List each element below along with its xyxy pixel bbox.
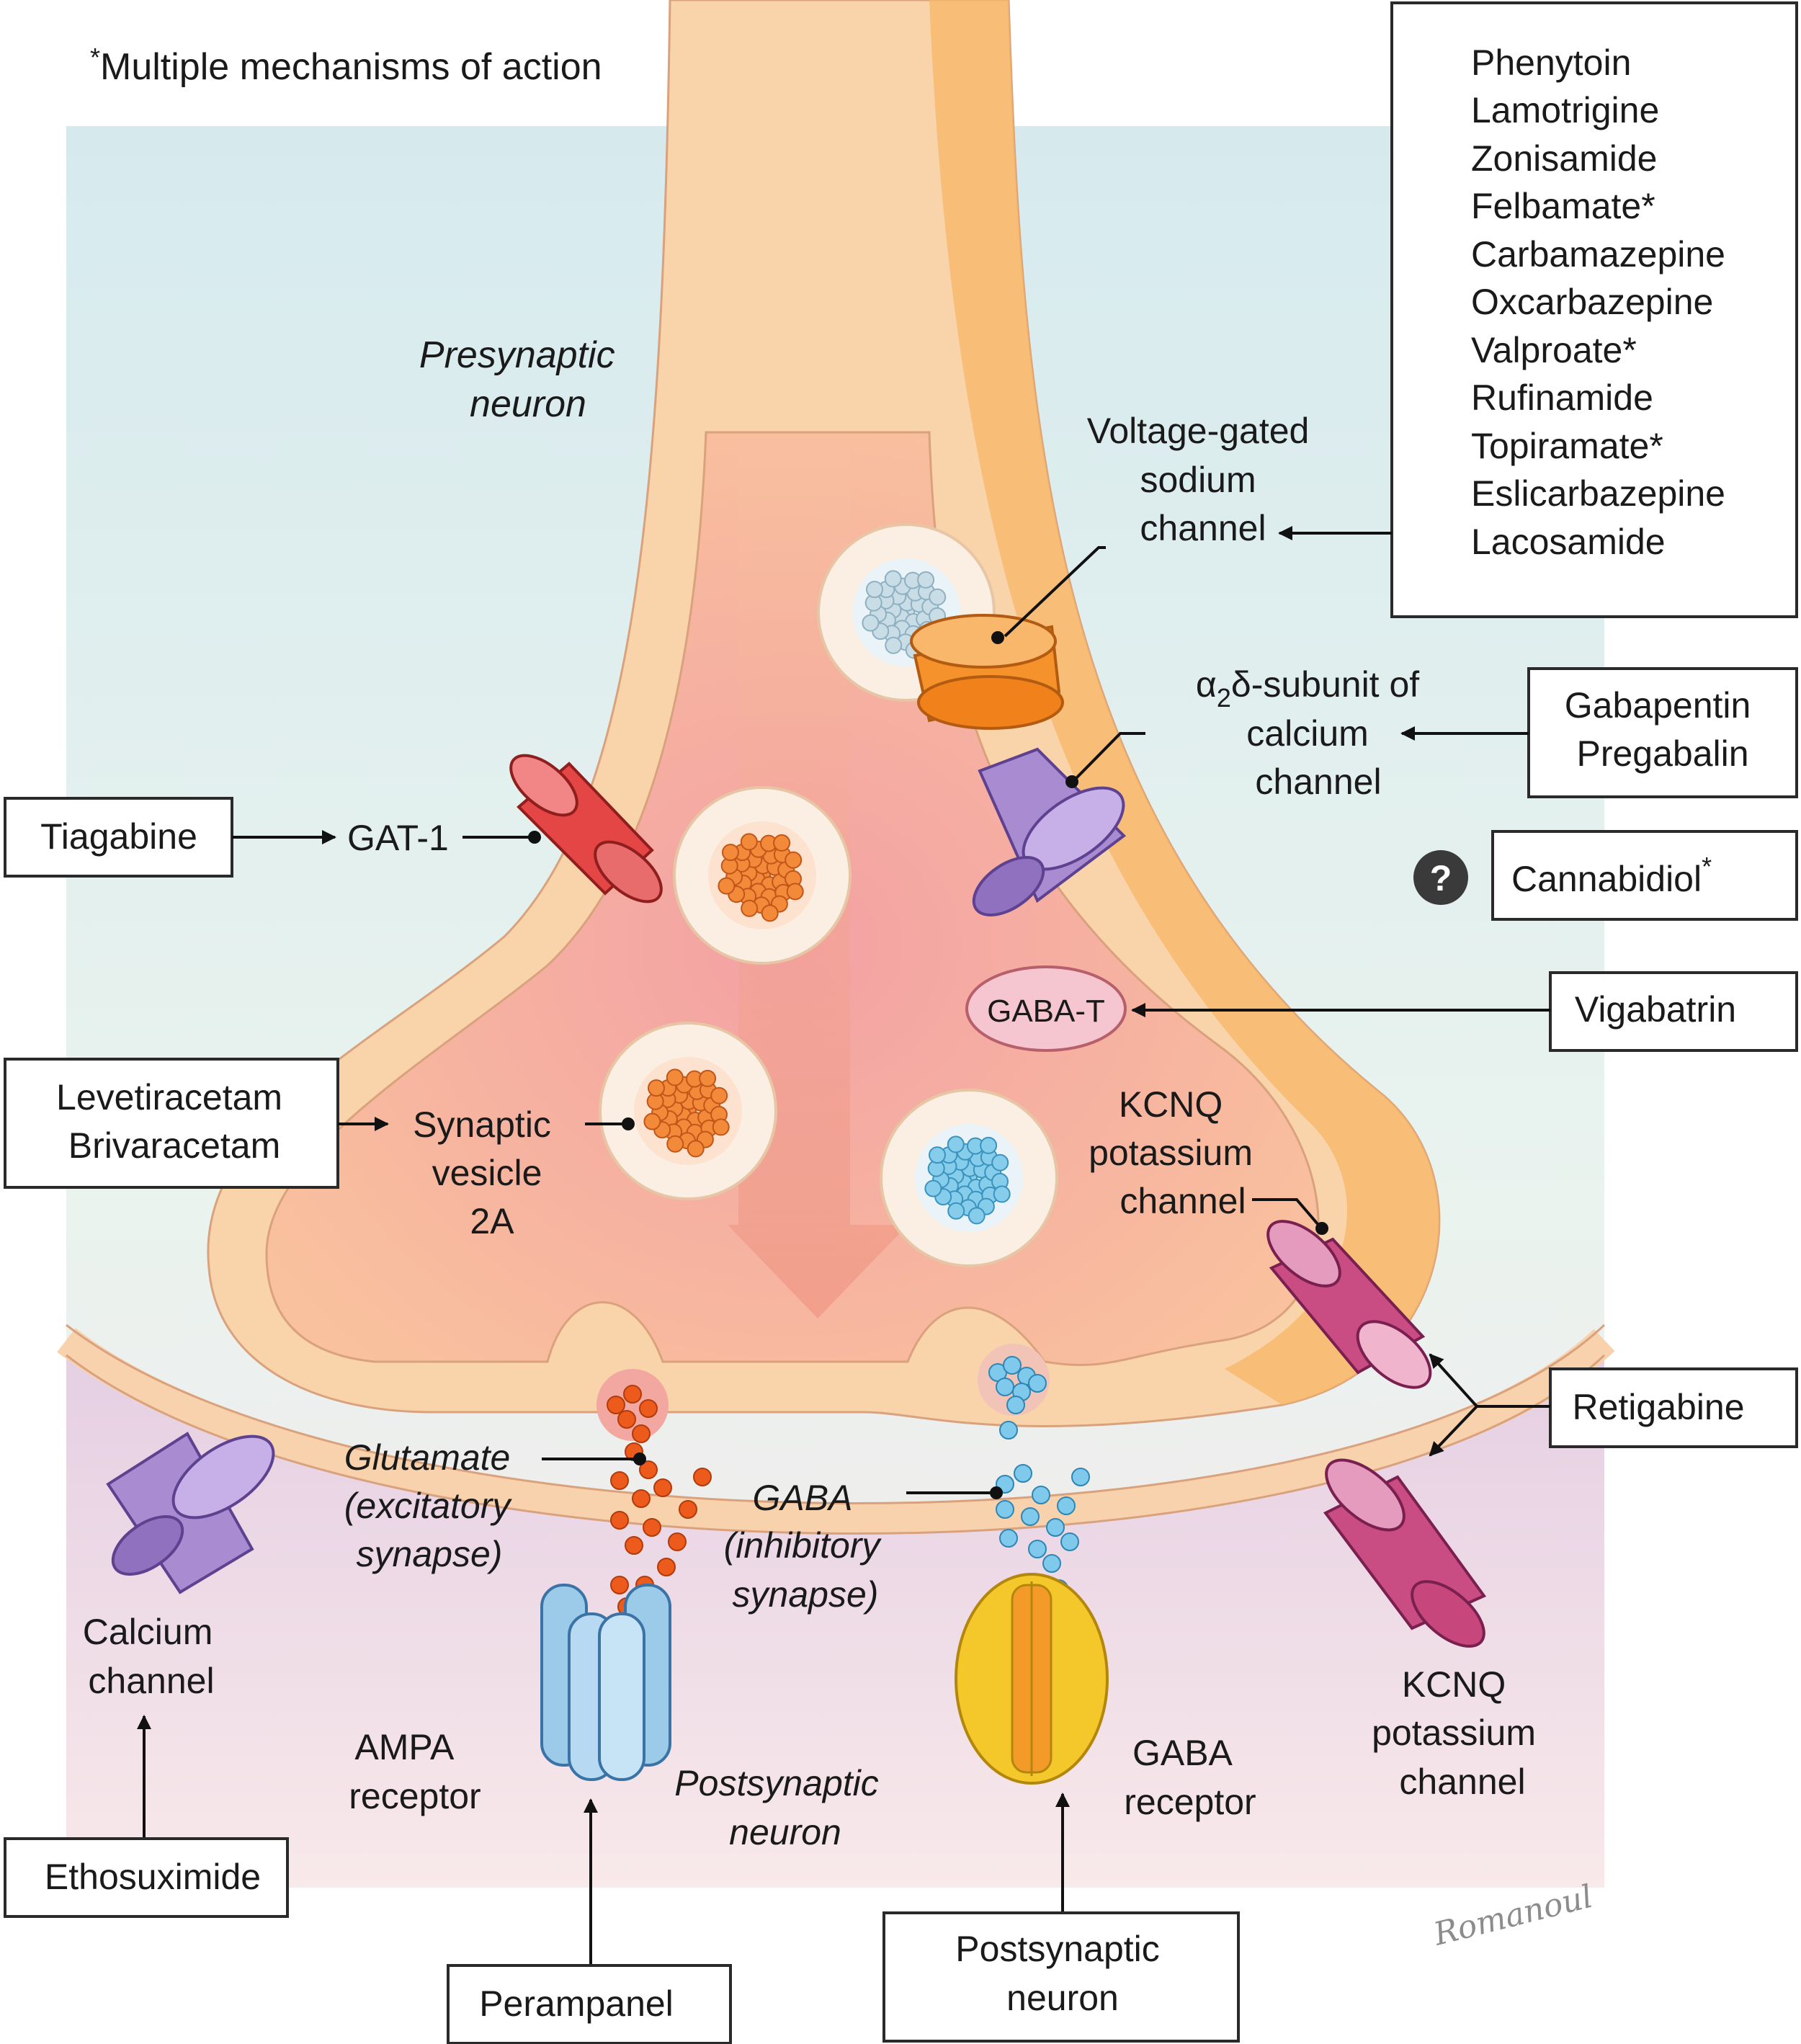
calcium-channel-postsynaptic bbox=[106, 1432, 275, 1594]
levetiracetam-drugs: Levetiracetam Brivaracetam bbox=[56, 1077, 292, 1166]
postsynaptic-membrane bbox=[57, 1328, 1615, 1534]
gat1-label: GAT-1 bbox=[347, 818, 449, 858]
presynaptic-axon-highlight bbox=[929, 0, 1439, 1405]
sodium-drug-box bbox=[1390, 1, 1798, 618]
postsynaptic-drug-label: Postsynaptic neuron bbox=[955, 1929, 1169, 2018]
release-site-glutamate bbox=[596, 1369, 669, 1441]
gat1-transporter bbox=[509, 754, 663, 903]
kcnq-presynaptic-channel bbox=[1266, 1220, 1432, 1389]
calcium-channel-label: Calcium channel bbox=[83, 1612, 223, 1701]
perampanel-label: Perampanel bbox=[479, 1983, 674, 2024]
tiagabine-label: Tiagabine bbox=[40, 816, 197, 857]
question-mark: ? bbox=[1430, 858, 1452, 898]
retigabine-label: Retigabine bbox=[1572, 1387, 1744, 1427]
vigabatrin-box bbox=[1549, 971, 1798, 1052]
artist-signature: Romanoul bbox=[1429, 1878, 1596, 1953]
perampanel-box bbox=[447, 1964, 732, 2044]
tiagabine-box bbox=[4, 797, 233, 878]
presynaptic-neuron-label: Presynaptic neuron bbox=[419, 334, 625, 425]
alpha2-delta-label: α2δ-subunit of calcium channel bbox=[1196, 664, 1429, 802]
cannabidiol-label: Cannabidiol* bbox=[1511, 852, 1712, 899]
gaba-t-enzyme bbox=[965, 965, 1127, 1052]
alpha2-delta-calcium-channel bbox=[972, 747, 1127, 916]
ethosuximide-label: Ethosuximide bbox=[45, 1857, 261, 1897]
kcnq-postsynaptic-channel bbox=[1323, 1458, 1487, 1648]
question-icon bbox=[1413, 850, 1468, 905]
gabapentin-drugs: Gabapentin Pregabalin bbox=[1565, 685, 1761, 774]
gaba-label: GABA (inhibitory synapse) bbox=[724, 1478, 890, 1615]
gaba-receptor-label: GABA receptor bbox=[1124, 1733, 1256, 1822]
kcnq-postsynaptic-label: KCNQ potassium channel bbox=[1372, 1664, 1546, 1802]
ampa-receptor bbox=[540, 1584, 671, 1781]
kcnq-presynaptic-label: KCNQ potassium channel bbox=[1089, 1084, 1263, 1221]
sodium-channel-leader bbox=[1004, 546, 1106, 638]
retigabine-arrow-up bbox=[1429, 1353, 1478, 1408]
sv2a-label: Synaptic vesicle 2A bbox=[413, 1104, 561, 1241]
gabapentin-box bbox=[1527, 667, 1798, 798]
sodium-drug-list: Phenytoin Lamotrigine Zonisamide Felbama… bbox=[1471, 43, 1735, 562]
retigabine-arrow-down bbox=[1429, 1405, 1478, 1457]
postsynaptic-drug-box bbox=[882, 1911, 1240, 2043]
gaba-receptor bbox=[955, 1573, 1109, 1785]
sodium-channel bbox=[910, 614, 1064, 730]
vigabatrin-label: Vigabatrin bbox=[1575, 989, 1736, 1030]
release-site-gaba bbox=[978, 1344, 1050, 1416]
sodium-channel-label: Voltage-gated sodium channel bbox=[1087, 411, 1320, 548]
ethosuximide-box bbox=[4, 1837, 289, 1918]
gaba-t-label: GABA-T bbox=[987, 994, 1105, 1029]
postsynaptic-neuron-label: Postsynaptic neuron bbox=[674, 1763, 888, 1852]
cannabidiol-box bbox=[1491, 830, 1798, 921]
glutamate-label: Glutamate (excitatory synapse) bbox=[344, 1437, 521, 1574]
ampa-label: AMPA receptor bbox=[349, 1727, 481, 1816]
footnote: *Multiple mechanisms of action bbox=[90, 43, 602, 88]
kcnq-pre-leader bbox=[1252, 1198, 1320, 1226]
levetiracetam-box bbox=[4, 1058, 339, 1189]
alpha2-leader bbox=[1073, 732, 1145, 781]
